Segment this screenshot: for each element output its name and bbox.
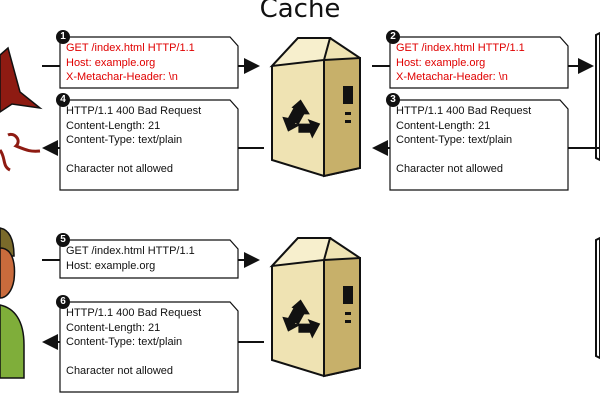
content-length-header: Content-Length: 21: [66, 321, 161, 334]
step-badge: 1: [56, 30, 70, 44]
content-type-header: Content-Type: text/plain: [396, 134, 513, 146]
request-line: GET /index.html HTTP/1.1: [396, 42, 525, 54]
content-length-header: Content-Length: 21: [66, 119, 161, 132]
response-message-6: HTTP/1.1 400 Bad Request Content-Length:…: [66, 306, 201, 379]
request-message-2: GET /index.html HTTP/1.1 Host: example.o…: [396, 41, 525, 85]
step-badge: 4: [56, 93, 70, 107]
request-message-5: GET /index.html HTTP/1.1 Host: example.o…: [66, 244, 195, 273]
status-line: HTTP/1.1 400 Bad Request: [66, 307, 202, 319]
step-badge: 6: [56, 295, 70, 309]
attacker-devil-icon: [0, 46, 43, 172]
blank-line: [66, 350, 201, 365]
message-box-4: [59, 99, 239, 191]
diagram-title: Cache: [259, 0, 341, 24]
metachar-header: X-Metachar-Header: \n: [396, 71, 508, 83]
cache-server-icon: [269, 237, 361, 378]
response-body: Character not allowed: [66, 163, 174, 175]
cache-server-icon: [269, 37, 361, 178]
step-badge: 2: [386, 30, 400, 44]
step-badge: 5: [56, 233, 70, 247]
victim-person-icon: [0, 227, 25, 379]
message-box-3: [389, 99, 569, 191]
message-box-6: [59, 301, 239, 393]
status-line: HTTP/1.1 400 Bad Request: [396, 105, 532, 117]
response-message-3: HTTP/1.1 400 Bad Request Content-Length:…: [396, 104, 531, 177]
host-header: Host: example.org: [396, 56, 486, 69]
content-length-header: Content-Length: 21: [396, 119, 491, 132]
blank-line: [66, 148, 201, 163]
request-message-1: GET /index.html HTTP/1.1 Host: example.o…: [66, 41, 195, 85]
step-badge: 3: [386, 93, 400, 107]
host-header: Host: example.org: [66, 259, 156, 272]
status-line: HTTP/1.1 400 Bad Request: [66, 105, 202, 117]
request-line: GET /index.html HTTP/1.1: [66, 42, 195, 54]
response-body: Character not allowed: [66, 365, 174, 377]
request-line: GET /index.html HTTP/1.1: [66, 245, 195, 257]
blank-line: [396, 148, 531, 163]
message-box-5: [59, 239, 239, 279]
metachar-header: X-Metachar-Header: \n: [66, 71, 178, 83]
response-message-4: HTTP/1.1 400 Bad Request Content-Length:…: [66, 104, 201, 177]
origin-server-icon: [595, 31, 600, 360]
content-type-header: Content-Type: text/plain: [66, 134, 183, 146]
host-header: Host: example.org: [66, 56, 156, 69]
response-body: Character not allowed: [396, 163, 504, 175]
content-type-header: Content-Type: text/plain: [66, 336, 183, 348]
